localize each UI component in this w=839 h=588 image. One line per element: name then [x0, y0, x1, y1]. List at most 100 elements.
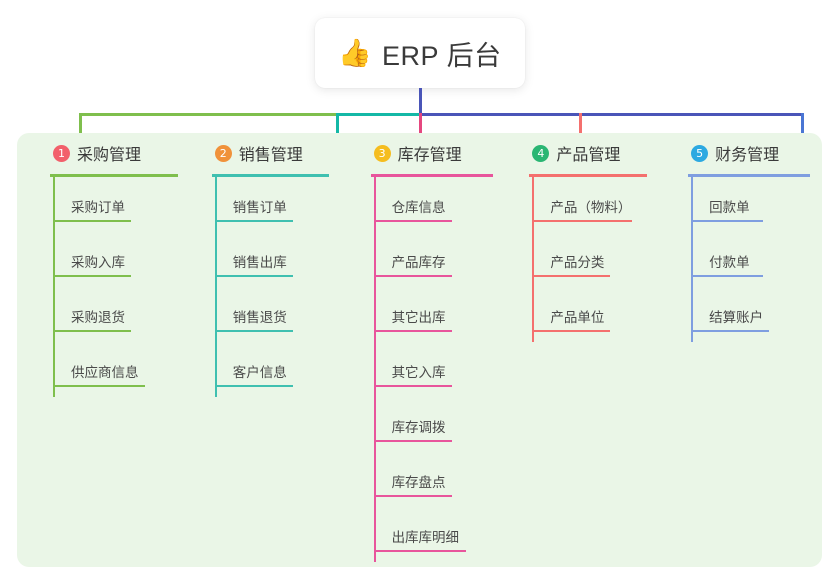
- column-spine: [691, 177, 694, 342]
- column-spine: [532, 177, 535, 342]
- column-5: 5 财务管理回款单付款单结算账户: [673, 133, 822, 567]
- column-header-4[interactable]: 4 产品管理: [514, 133, 673, 173]
- list-item[interactable]: 供应商信息: [53, 342, 215, 397]
- list-item-label: 结算账户: [709, 310, 764, 325]
- list-item-label: 付款单: [709, 255, 750, 270]
- list-item-rule: [373, 550, 466, 552]
- list-item-label: 客户信息: [232, 365, 287, 380]
- column-badge-icon: 5: [691, 144, 709, 162]
- column-badge-icon: 4: [532, 144, 550, 162]
- list-item-label: 出库库明细: [391, 530, 460, 545]
- connector-bus-left: [79, 113, 336, 116]
- list-item[interactable]: 产品库存: [373, 232, 533, 287]
- column-spine: [214, 177, 217, 397]
- list-item-label: 采购入库: [71, 255, 125, 270]
- column-3: 3 库存管理仓库信息产品库存其它出库其它入库库存调拨库存盘点出库库明细: [356, 133, 515, 567]
- list-item[interactable]: 付款单: [691, 232, 839, 287]
- list-item[interactable]: 产品（物料）: [532, 177, 691, 232]
- thumbs-up-icon: 👍: [338, 37, 373, 68]
- column-badge-icon: 1: [53, 144, 70, 162]
- column-title: 产品管理: [556, 147, 621, 164]
- column-badge-icon: 3: [373, 144, 391, 162]
- list-item[interactable]: 销售退货: [214, 287, 374, 342]
- column-item-list: 产品（物料） 产品分类产品单位: [532, 177, 691, 342]
- column-header-rule: [688, 174, 811, 177]
- list-item-label: 库存盘点: [391, 475, 446, 490]
- content-panel: [17, 133, 822, 567]
- column-item-list: 仓库信息产品库存其它出库其它入库库存调拨库存盘点出库库明细: [373, 177, 533, 562]
- list-item-label: 产品（物料）: [550, 200, 632, 215]
- column-title: 销售管理: [238, 147, 303, 164]
- list-item[interactable]: 产品单位: [532, 287, 691, 342]
- connector-bus-middle: [336, 113, 419, 116]
- column-title: 采购管理: [77, 147, 142, 164]
- column-header-3[interactable]: 3 库存管理: [356, 133, 515, 173]
- connector-bus-right: [419, 113, 804, 116]
- list-item[interactable]: 产品分类: [532, 232, 691, 287]
- column-header-2[interactable]: 2 销售管理: [197, 133, 356, 173]
- list-item-label: 库存调拨: [391, 420, 446, 435]
- list-item-rule: [532, 275, 611, 277]
- column-header-1[interactable]: 1 采购管理: [35, 133, 197, 173]
- list-item-rule: [532, 220, 633, 222]
- list-item[interactable]: 采购退货: [53, 287, 215, 342]
- list-item-label: 采购退货: [71, 310, 125, 325]
- list-item[interactable]: 销售订单: [214, 177, 374, 232]
- column-spine: [53, 177, 55, 397]
- column-item-list: 回款单付款单结算账户: [691, 177, 839, 342]
- list-item[interactable]: 采购入库: [53, 232, 215, 287]
- list-item-rule: [214, 330, 293, 332]
- list-item[interactable]: 其它出库: [373, 287, 533, 342]
- list-item[interactable]: 结算账户: [691, 287, 839, 342]
- list-item-rule: [53, 220, 131, 222]
- list-item-label: 产品单位: [550, 310, 605, 325]
- column-title: 库存管理: [397, 147, 462, 164]
- list-item-rule: [691, 275, 764, 277]
- connector-stem-main: [419, 88, 422, 115]
- list-item-label: 其它出库: [391, 310, 446, 325]
- column-header-rule: [370, 174, 493, 177]
- list-item-label: 回款单: [709, 200, 750, 215]
- list-item-rule: [532, 330, 611, 332]
- list-item-rule: [373, 385, 452, 387]
- list-item-rule: [53, 330, 131, 332]
- list-item[interactable]: 采购订单: [53, 177, 215, 232]
- column-header-rule: [50, 174, 178, 177]
- list-item-label: 产品分类: [550, 255, 605, 270]
- list-item[interactable]: 其它入库: [373, 342, 533, 397]
- column-badge-icon: 2: [214, 144, 232, 162]
- list-item-label: 其它入库: [391, 365, 446, 380]
- list-item[interactable]: 库存调拨: [373, 397, 533, 452]
- list-item-rule: [53, 275, 131, 277]
- column-item-list: 销售订单销售出库销售退货客户信息: [214, 177, 374, 397]
- list-item[interactable]: 销售出库: [214, 232, 374, 287]
- list-item-label: 仓库信息: [391, 200, 446, 215]
- column-title: 财务管理: [715, 147, 780, 164]
- list-item-rule: [373, 275, 452, 277]
- title-card: 👍 ERP 后台: [315, 18, 525, 88]
- list-item-rule: [691, 330, 770, 332]
- list-item-rule: [373, 440, 452, 442]
- list-item-label: 供应商信息: [71, 365, 139, 380]
- list-item-label: 销售订单: [232, 200, 287, 215]
- list-item[interactable]: 仓库信息: [373, 177, 533, 232]
- list-item-rule: [53, 385, 145, 387]
- list-item-rule: [691, 220, 764, 222]
- list-item-rule: [373, 495, 452, 497]
- list-item[interactable]: 回款单: [691, 177, 839, 232]
- column-header-rule: [529, 174, 648, 177]
- column-spine: [373, 177, 376, 562]
- list-item[interactable]: 客户信息: [214, 342, 374, 397]
- column-container: 1 采购管理采购订单采购入库采购退货供应商信息 2 销售管理销售订单销售出库销售退货客…: [17, 133, 822, 567]
- list-item-label: 产品库存: [391, 255, 446, 270]
- page-title: ERP 后台: [382, 40, 502, 71]
- column-header-5[interactable]: 5 财务管理: [673, 133, 822, 173]
- list-item[interactable]: 库存盘点: [373, 452, 533, 507]
- column-item-list: 采购订单采购入库采购退货供应商信息: [53, 177, 215, 397]
- list-item[interactable]: 出库库明细: [373, 507, 533, 562]
- column-header-rule: [211, 174, 329, 177]
- column-4: 4 产品管理产品（物料） 产品分类产品单位: [514, 133, 673, 567]
- list-item-label: 销售出库: [232, 255, 287, 270]
